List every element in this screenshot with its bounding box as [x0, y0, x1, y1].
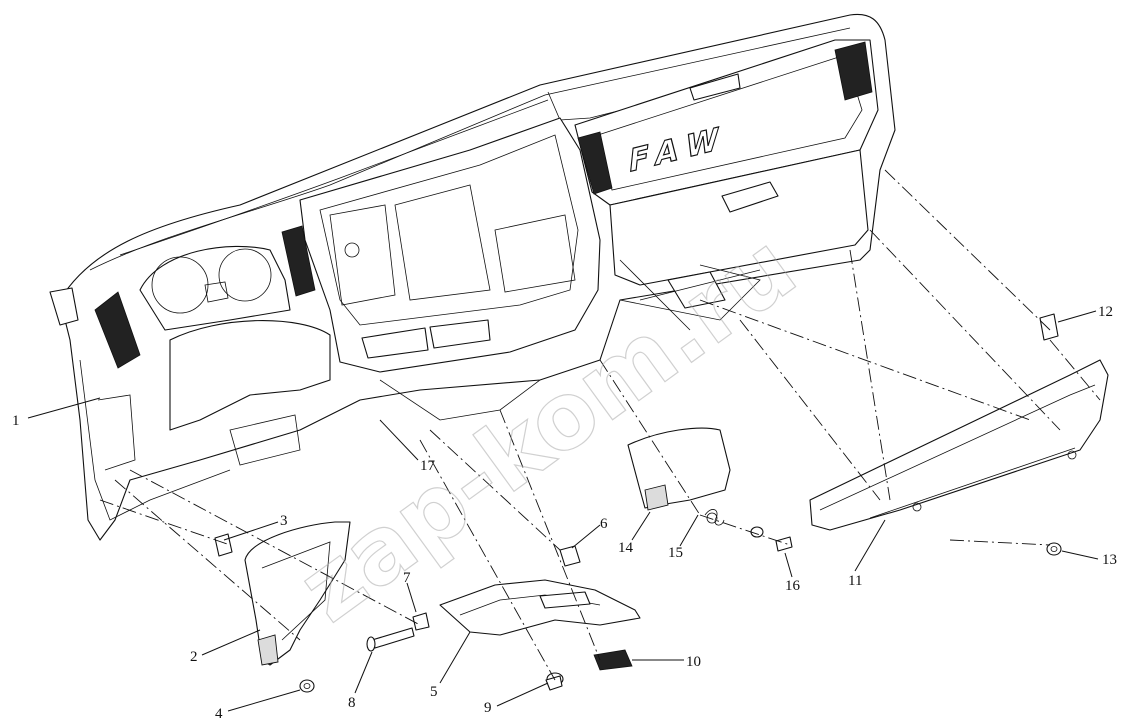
assembly-lines [99, 169, 1101, 681]
instrument-cluster [139, 245, 291, 331]
callout-15: 15 [668, 545, 683, 561]
part-5-lower-cover [439, 579, 641, 636]
part-11-side-trim [809, 359, 1109, 531]
callout-8: 8 [348, 695, 356, 711]
callout-12: 12 [1098, 304, 1113, 320]
part-12-bracket [1039, 313, 1059, 341]
callout-1: 1 [12, 413, 20, 429]
callout-7: 7 [403, 570, 411, 586]
part-8-screw [366, 627, 415, 652]
callout-13: 13 [1102, 552, 1117, 568]
part-2-lower-trim-panel [244, 521, 351, 666]
callout-4: 4 [215, 706, 223, 722]
callout-17: 17 [420, 458, 436, 474]
callout-16: 16 [785, 578, 801, 594]
part-7-nut [412, 612, 430, 631]
callout-9: 9 [484, 700, 492, 716]
part-4-grommet [299, 679, 315, 693]
part-13-grommet [1046, 542, 1062, 556]
part-10-connector [593, 649, 633, 671]
callout-10: 10 [686, 654, 701, 670]
instrument-panel: FAW [49, 13, 896, 541]
passenger-vent-center [577, 131, 613, 195]
callout-3: 3 [280, 513, 288, 529]
callout-6: 6 [600, 516, 608, 532]
passenger-vent-right [834, 41, 873, 101]
part-3-clip [214, 533, 233, 557]
callout-14: 14 [618, 540, 634, 556]
part-15-spring [704, 509, 725, 526]
callout-11: 11 [848, 573, 862, 589]
callout-5: 5 [430, 684, 438, 700]
part-6-clip [559, 545, 581, 567]
part-14-footwell-cover [627, 427, 731, 511]
part-9-push-pin [545, 672, 564, 691]
part-16-screw [750, 526, 793, 552]
callout-labels: 1 2 3 4 5 6 7 8 9 10 11 12 13 14 15 16 1… [12, 304, 1117, 722]
callout-2: 2 [190, 649, 198, 665]
leader-lines [27, 310, 1099, 712]
